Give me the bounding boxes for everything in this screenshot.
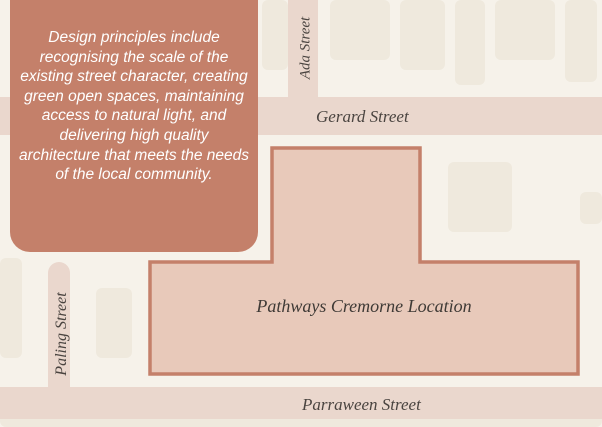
building-footprint	[262, 0, 288, 70]
building-footprint	[455, 0, 485, 85]
building-footprint	[96, 288, 132, 358]
building-footprint	[330, 0, 390, 60]
building-footprint	[495, 0, 555, 60]
parraween-street-label: Parraween Street	[302, 395, 421, 414]
building-footprint	[565, 0, 597, 82]
info-text: Design principles include recognising th…	[18, 29, 250, 184]
parraween-street-road	[0, 387, 602, 419]
paling-street-road	[48, 262, 70, 392]
building-footprint	[580, 192, 602, 224]
info-box: Design principles include recognising th…	[10, 0, 258, 252]
building-footprint	[448, 162, 512, 232]
building-footprint	[0, 258, 22, 358]
ada-street-road	[288, 0, 318, 100]
gerard-street-label: Gerard Street	[316, 107, 409, 126]
location-site-outline	[148, 146, 580, 376]
building-footprint	[400, 0, 445, 70]
location-label: Pathways Cremorne Location	[256, 296, 472, 316]
